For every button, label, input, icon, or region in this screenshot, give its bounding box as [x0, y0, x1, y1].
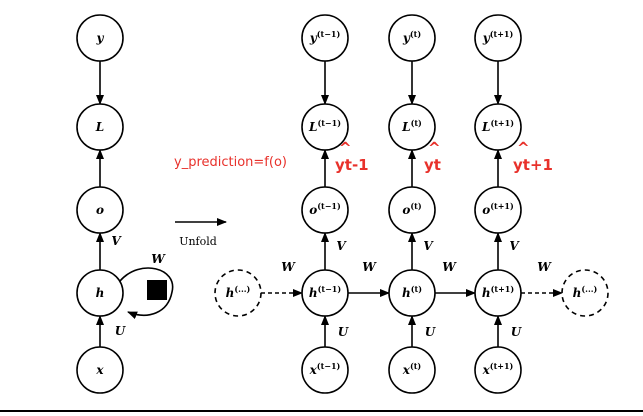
col2-node-o — [388, 186, 436, 234]
col1-node-x-label: x(t−1) — [309, 361, 341, 377]
col2-node-x-label: x(t) — [402, 361, 422, 377]
edges-layer — [96, 61, 563, 347]
annotations-layer: ^yt-1^yt^yt+1 — [335, 139, 553, 174]
folded-node-h-label: h — [96, 286, 105, 300]
col2-node-h — [388, 269, 436, 317]
col1-node-h — [301, 269, 349, 317]
unfolded-start-node — [214, 269, 262, 317]
folded-node-x-label: x — [95, 363, 104, 377]
col2-node-y-label: y(t) — [402, 29, 421, 45]
col2-node-o-label: o(t) — [402, 201, 421, 217]
folded-node-y-label: y — [96, 31, 105, 45]
col1-node-y-label: y(t−1) — [309, 29, 341, 45]
col1-node-L-label: L(t−1) — [308, 118, 341, 134]
col3-edge-label-v: V — [509, 239, 520, 253]
col1-node-h-label: h(t−1) — [309, 284, 341, 300]
folded-node-o-label: o — [96, 203, 104, 217]
unfolded-start-node-label: h(...) — [226, 284, 251, 300]
col2-edge-label-v: V — [423, 239, 434, 253]
col1-node-x — [301, 346, 349, 394]
col2-node-h-label: h(t) — [402, 284, 422, 300]
recurrent-edge-label-w-4: W — [537, 260, 552, 274]
col3-node-h — [474, 269, 522, 317]
col1-edge-label-v: V — [336, 239, 347, 253]
col1-edge-label-u: U — [338, 325, 350, 339]
col3-node-h-label: h(t+1) — [482, 284, 514, 300]
col3-node-L — [474, 103, 522, 151]
col1-node-y — [301, 14, 349, 62]
folded-edge-label-w: W — [151, 252, 166, 266]
col3-node-o-label: o(t+1) — [482, 201, 514, 217]
unfolded-end-node — [561, 269, 609, 317]
handwritten-hat-3: ^ — [517, 139, 530, 157]
handwritten-label-1: yt-1 — [335, 156, 369, 174]
col2-node-y — [388, 14, 436, 62]
folded-node-L — [76, 103, 124, 151]
col3-node-y-label: y(t+1) — [482, 29, 514, 45]
folded-node-L-label: L — [95, 120, 104, 134]
col2-node-L — [388, 103, 436, 151]
folded-edge-label-u: U — [115, 324, 127, 338]
folded-node-o — [76, 186, 124, 234]
col1-node-L — [301, 103, 349, 151]
handwritten-label-2: yt — [424, 156, 441, 174]
col1-node-o-label: o(t−1) — [309, 201, 341, 217]
unfolded-end-node-label: h(...) — [573, 284, 598, 300]
prediction-annotation: y_prediction=f(o) — [174, 155, 287, 170]
col2-node-L-label: L(t) — [401, 118, 422, 134]
col1-node-o — [301, 186, 349, 234]
col3-edge-label-u: U — [511, 325, 523, 339]
time-delay-square — [147, 280, 167, 300]
folded-node-x — [76, 346, 124, 394]
col3-node-y — [474, 14, 522, 62]
recurrent-edge-label-w-1: W — [281, 260, 296, 274]
col3-node-x — [474, 346, 522, 394]
handwritten-label-3: yt+1 — [513, 156, 553, 174]
col2-edge-label-u: U — [425, 325, 437, 339]
labels-layer: V U W Unfold V U V U V U W W W Wy_prediction=f(o) — [111, 155, 552, 339]
handwritten-hat-2: ^ — [428, 139, 441, 157]
col3-node-L-label: L(t+1) — [481, 118, 514, 134]
folded-recurrence-loop — [119, 267, 174, 320]
recurrent-edge-label-w-2: W — [362, 260, 377, 274]
unfold-label: Unfold — [179, 235, 217, 248]
col2-node-x — [388, 346, 436, 394]
col3-node-o — [474, 186, 522, 234]
col3-node-x-label: x(t+1) — [482, 361, 514, 377]
folded-node-y — [76, 14, 124, 62]
handwritten-hat-1: ^ — [339, 139, 352, 157]
folded-edge-label-v: V — [111, 234, 122, 248]
folded-node-h — [76, 269, 124, 317]
nodes-layer: yLo h x y(t−1) L(t−1) o(t−1) h(t−1) x(t−1) y(t) L… — [76, 14, 609, 394]
recurrent-edge-label-w-3: W — [442, 260, 457, 274]
